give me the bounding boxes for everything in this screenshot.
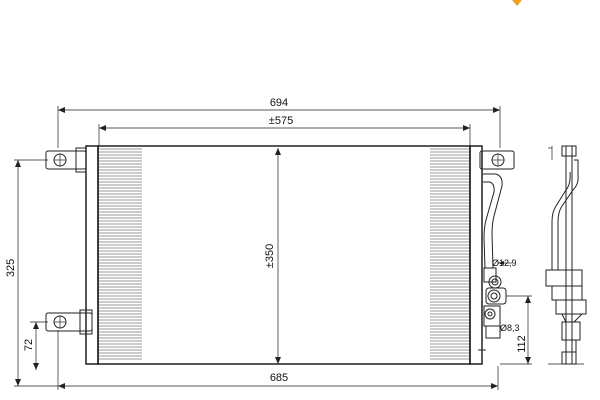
- dimension-label-325: 325: [5, 259, 17, 277]
- right-tank: [469, 145, 483, 365]
- core-outline: [97, 145, 471, 365]
- right-upper-bracket: [479, 150, 515, 170]
- pipe-diameter-small: Ø8,3: [500, 323, 520, 333]
- left-fin-hatching: [98, 148, 142, 360]
- orange-corner-mark: [512, 0, 522, 6]
- dimension-label-575: ±575: [269, 115, 293, 127]
- dimension-label-112: 112: [516, 335, 528, 353]
- left-lower-bracket: [45, 309, 93, 335]
- right-pipe-assembly: [478, 173, 507, 354]
- dimension-685: 685: [57, 330, 499, 390]
- label-pipe-8-3: Ø8,3: [500, 323, 520, 333]
- side-view: [545, 145, 587, 365]
- dimension-label-694: 694: [270, 97, 288, 109]
- dimension-112: 112: [500, 295, 532, 365]
- dimension-label-685: 685: [270, 372, 288, 384]
- dimension-575: ±575: [98, 115, 471, 146]
- dimension-350: ±350: [264, 148, 281, 364]
- dimension-label-72: 72: [23, 339, 35, 351]
- dimension-325: 325: [5, 159, 58, 387]
- label-pipe-12-9: Ø12,9: [492, 258, 517, 268]
- condenser-body: [85, 145, 483, 365]
- pipe-diameter-large: Ø12,9: [492, 258, 517, 268]
- left-upper-bracket: [45, 147, 87, 173]
- dimension-label-350: ±350: [264, 244, 276, 268]
- right-fin-hatching: [430, 148, 470, 360]
- dimension-72: 72: [23, 321, 48, 370]
- dimension-694: 694: [57, 97, 501, 148]
